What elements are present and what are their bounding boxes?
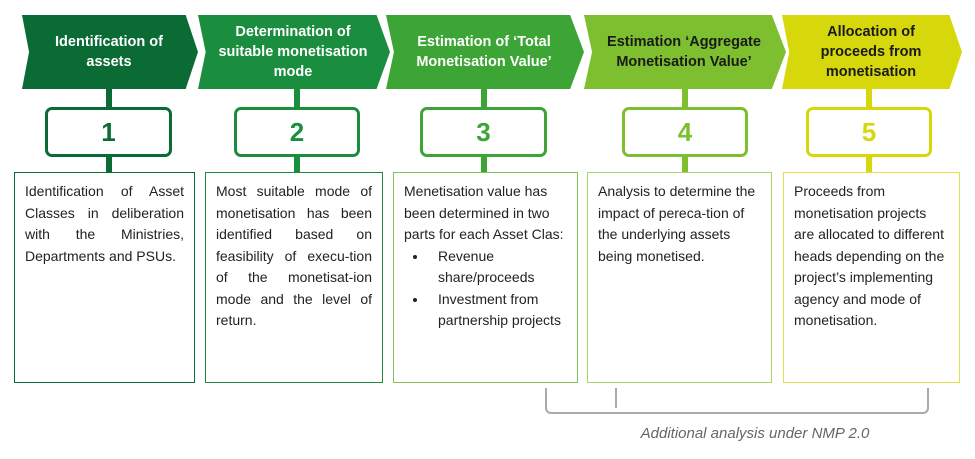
step-2-number: 2 xyxy=(234,107,360,157)
step-1-number: 1 xyxy=(45,107,172,157)
description-text: Most suitable mode of monetisation has b… xyxy=(216,183,372,328)
step-5-description: Proceeds from monetisation projects are … xyxy=(783,172,960,383)
step-1-header: Identification of assets xyxy=(22,15,198,89)
description-text: Menetisation value has been determined i… xyxy=(404,183,564,242)
step-5-header: Allocation of proceeds from monetisation xyxy=(782,15,962,89)
description-text: Identification of Asset Classes in delib… xyxy=(25,183,184,264)
bullet-list: Revenue share/proceeds Investment from p… xyxy=(404,246,567,332)
step-title: Determination of suitable monetisation m… xyxy=(218,24,368,80)
nmp-bracket xyxy=(545,388,929,414)
step-1-description: Identification of Asset Classes in delib… xyxy=(14,172,195,383)
description-text: Proceeds from monetisation projects are … xyxy=(794,183,945,328)
step-3-header: Estimation of ‘Total Monetisation Value’ xyxy=(386,15,584,89)
step-title: Allocation of proceeds from monetisation xyxy=(820,24,922,80)
step-2-header: Determination of suitable monetisation m… xyxy=(198,15,390,89)
step-title: Estimation of ‘Total Monetisation Value’ xyxy=(416,34,552,70)
step-5-number: 5 xyxy=(806,107,932,157)
step-3-description: Menetisation value has been determined i… xyxy=(393,172,578,383)
bracket-tick xyxy=(615,388,617,408)
description-text: Analysis to determine the impact of pere… xyxy=(598,183,756,264)
nmp-note: Additional analysis under NMP 2.0 xyxy=(640,425,870,442)
step-4-header: Estimation ‘Aggregate Monetisation Value… xyxy=(584,15,786,89)
step-2-description: Most suitable mode of monetisation has b… xyxy=(205,172,383,383)
bullet-item: Investment from partnership projects xyxy=(428,289,567,332)
step-title: Estimation ‘Aggregate Monetisation Value… xyxy=(607,34,761,70)
bullet-item: Revenue share/proceeds xyxy=(428,246,567,289)
step-3-number: 3 xyxy=(420,107,547,157)
step-4-description: Analysis to determine the impact of pere… xyxy=(587,172,772,383)
step-title: Identification of assets xyxy=(55,34,163,70)
step-4-number: 4 xyxy=(622,107,748,157)
